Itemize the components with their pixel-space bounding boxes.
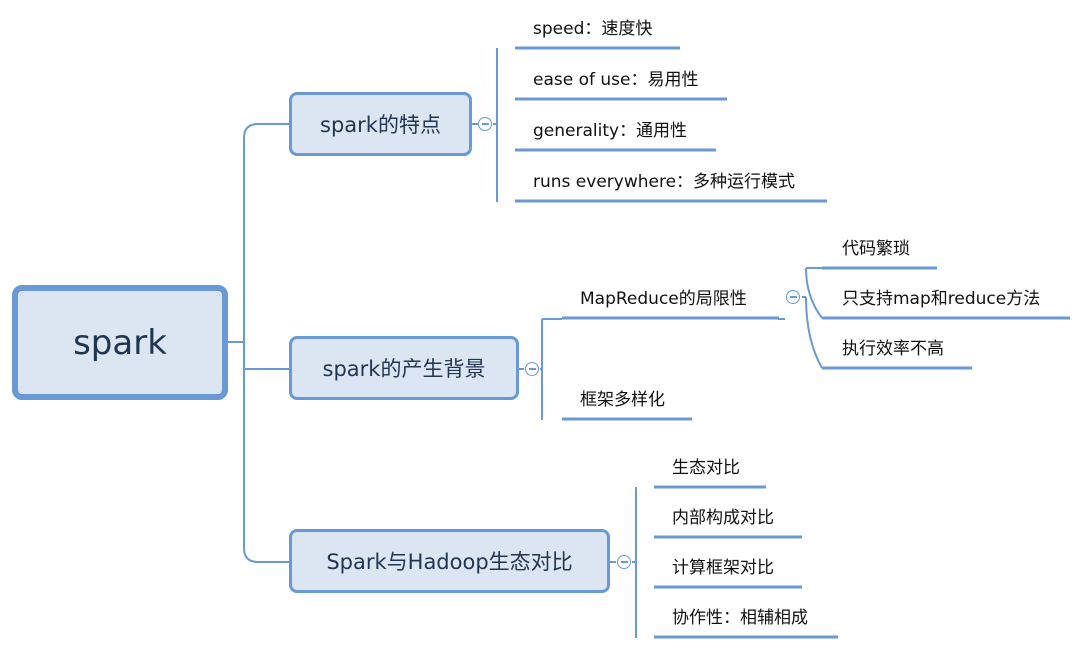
leaf-verbose-code[interactable]: 代码繁琐: [842, 239, 910, 259]
leaf-speed[interactable]: speed：速度快: [533, 19, 653, 39]
connector-branch-compare: [609, 487, 637, 638]
root-node[interactable]: spark: [12, 285, 228, 400]
leaf-low-efficiency[interactable]: 执行效率不高: [842, 339, 944, 359]
root-label: spark: [73, 322, 167, 363]
leaf-generality[interactable]: generality：通用性: [533, 121, 688, 141]
collapse-toggle-compare[interactable]: [617, 555, 631, 569]
branch-node-compare[interactable]: Spark与Hadoop生态对比: [289, 529, 610, 593]
branch-node-features[interactable]: spark的特点: [289, 92, 472, 156]
leaf-framework-diversity[interactable]: 框架多样化: [580, 390, 665, 410]
leaf-map-reduce-only[interactable]: 只支持map和reduce方法: [842, 289, 1041, 309]
leaf-compute-compare[interactable]: 计算框架对比: [672, 558, 774, 578]
connector-branch-background: [518, 318, 562, 420]
branch-label: Spark与Hadoop生态对比: [326, 550, 573, 574]
branch-node-background[interactable]: spark的产生背景: [289, 336, 519, 400]
node-mapreduce-limits[interactable]: MapReduce的局限性: [580, 289, 747, 309]
collapse-toggle-background[interactable]: [525, 362, 539, 376]
leaf-ease-of-use[interactable]: ease of use：易用性: [533, 70, 699, 90]
leaf-eco-compare[interactable]: 生态对比: [672, 458, 740, 478]
leaf-runs-everywhere[interactable]: runs everywhere：多种运行模式: [533, 172, 796, 192]
connector-mapreduce: [778, 267, 823, 369]
connector-branch-features: [471, 48, 498, 202]
leaf-cooperation[interactable]: 协作性：相辅相成: [672, 608, 808, 628]
collapse-toggle-features[interactable]: [478, 117, 492, 131]
branch-label: spark的产生背景: [322, 357, 486, 381]
collapse-toggle-mapreduce[interactable]: [786, 290, 800, 304]
connector-root-trunk: [228, 123, 290, 563]
leaf-internal-compare[interactable]: 内部构成对比: [672, 508, 774, 528]
branch-label: spark的特点: [320, 113, 441, 137]
